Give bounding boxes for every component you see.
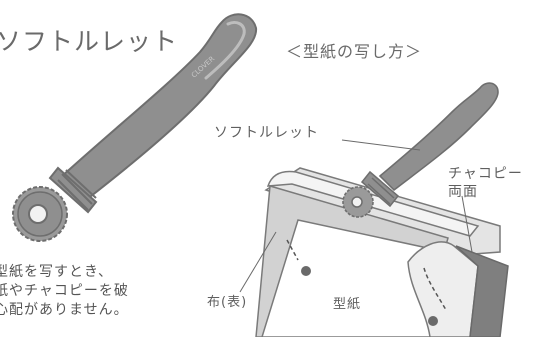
- label-pattern: 型紙: [333, 297, 362, 312]
- description-line: 心配がありません。: [0, 302, 129, 318]
- label-fabric: 布(表): [207, 295, 248, 310]
- leader-fabric: [239, 231, 277, 293]
- trace-line-2: [423, 267, 447, 311]
- leader-roulette: [341, 139, 421, 151]
- label-roulette: ソフトルレット: [214, 125, 319, 141]
- leader-chaco: [461, 195, 473, 253]
- title-left: ソフトルレット: [0, 27, 179, 56]
- large-roulette-illustration: CLOVER: [12, 13, 258, 242]
- small-roulette-illustration: [342, 82, 499, 218]
- title-right: ＜型紙の写し方＞: [286, 42, 423, 61]
- label-chaco-line-2: 両面: [448, 184, 478, 200]
- label-chaco-line-1: チャコピー: [448, 166, 523, 182]
- chaco-peel: [407, 241, 479, 337]
- grip-rings: [48, 166, 98, 214]
- description-line: 紙やチャコピーを破: [0, 283, 129, 299]
- description-line: 型紙を写すとき、: [0, 264, 114, 280]
- trace-line-1: [286, 239, 299, 261]
- handle-highlight: [204, 20, 246, 80]
- description: 型紙を写すとき、 紙やチャコピーを破 心配がありません。: [0, 263, 129, 320]
- handle-shape: [58, 13, 258, 202]
- copy-diagram: [239, 82, 509, 337]
- pattern-paper: [261, 219, 447, 337]
- chaco-double-side: [455, 245, 509, 337]
- trace-dot-1: [301, 266, 311, 276]
- scallop-wheel: [12, 186, 68, 242]
- trace-dot-2: [428, 316, 438, 326]
